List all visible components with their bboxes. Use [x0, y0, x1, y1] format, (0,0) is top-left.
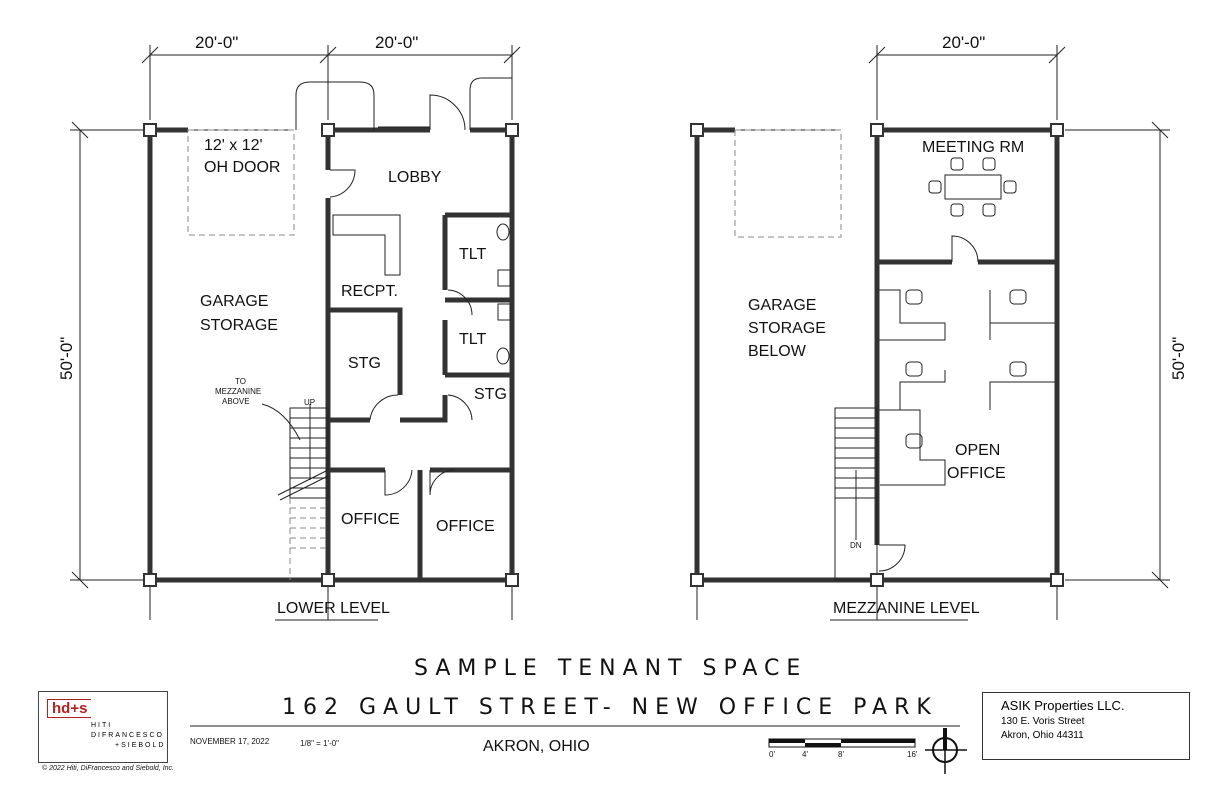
drawing-date: NOVEMBER 17, 2022	[190, 737, 270, 746]
scale-tick: 8'	[838, 750, 844, 759]
meeting-chairs	[928, 157, 1017, 217]
stairs-down-label: DN	[850, 541, 862, 550]
room-label-recept: RECPT.	[341, 283, 398, 300]
room-label-garage: BELOW	[748, 343, 807, 360]
drawing-scale: 1/8" = 1'-0"	[300, 739, 340, 748]
room-label: 12' x 12'	[204, 137, 263, 154]
room-label-tlt: TLT	[459, 331, 486, 348]
note-line: TO	[235, 377, 246, 386]
stairs-up: UP	[277, 398, 329, 580]
room-label: OH DOOR	[204, 159, 280, 176]
owner-street: 130 E. Voris Street	[1001, 716, 1085, 727]
dim-right-top: 20'-0"	[942, 33, 985, 52]
room-label-garage: GARAGE	[748, 297, 816, 314]
copyright: © 2022 Hiti, DiFrancesco and Siebold, In…	[42, 765, 175, 772]
room-label-office: OFFICE	[341, 511, 400, 528]
scale-tick: 16'	[907, 750, 918, 759]
dim-left-a: 20'-0"	[195, 33, 238, 52]
lower-level-plan: 20'-0" 20'-0" 50'-0" UP TO MEZZANINE ABO…	[57, 33, 521, 621]
dim-left-b: 20'-0"	[375, 33, 418, 52]
owner-box: ASIK Properties LLC. 130 E. Voris Street…	[982, 692, 1190, 760]
room-label-open: OPEN	[955, 442, 1000, 459]
mezzanine-plan: 20'-0" 50'-0" DN MEETING RM GARAGE STORA…	[694, 33, 1188, 621]
room-label-stg: STG	[348, 355, 381, 372]
logo-line: DIFRANCESCO	[91, 732, 164, 739]
scale-bar: 0' 4' 8' 16'	[768, 738, 918, 759]
room-label-lobby: LOBBY	[388, 169, 442, 186]
room-label-tlt: TLT	[459, 246, 486, 263]
mezzanine-caption: MEZZANINE LEVEL	[833, 600, 980, 617]
owner-city: Akron, Ohio 44311	[1001, 730, 1084, 741]
room-label-garage: STORAGE	[200, 317, 278, 334]
dim-left-height: 50'-0"	[57, 337, 76, 380]
room-label-stg: STG	[474, 386, 507, 403]
owner-name: ASIK Properties LLC.	[1001, 698, 1125, 713]
stairs-up-label: UP	[304, 398, 315, 407]
room-label-open: OFFICE	[947, 465, 1006, 482]
scale-tick: 4'	[802, 750, 808, 759]
columns	[143, 123, 1064, 587]
dim-right-height: 50'-0"	[1169, 337, 1188, 380]
cubicles	[879, 289, 1055, 486]
room-label-meeting: MEETING RM	[922, 139, 1024, 156]
logo-line: +SIEBOLD	[115, 742, 166, 749]
room-label-garage: GARAGE	[200, 293, 268, 310]
logo-mark: hd+s	[47, 699, 92, 718]
north-arrow-icon	[925, 728, 967, 774]
note-line: MEZZANINE	[215, 387, 261, 396]
logo-line: HITI	[91, 722, 113, 729]
room-label-garage: STORAGE	[748, 320, 826, 337]
scale-tick: 0'	[769, 750, 775, 759]
room-label-office: OFFICE	[436, 518, 495, 535]
stairs-down: DN	[834, 407, 878, 581]
note-line: ABOVE	[222, 397, 250, 406]
architect-logo: hd+s HITI DIFRANCESCO +SIEBOLD	[38, 691, 168, 763]
city: AKRON, OHIO	[483, 738, 590, 755]
lower-level-caption: LOWER LEVEL	[277, 600, 390, 617]
title-line-2: 162 GAULT STREET- NEW OFFICE PARK	[282, 695, 938, 720]
title-line-1: SAMPLE TENANT SPACE	[414, 656, 807, 681]
